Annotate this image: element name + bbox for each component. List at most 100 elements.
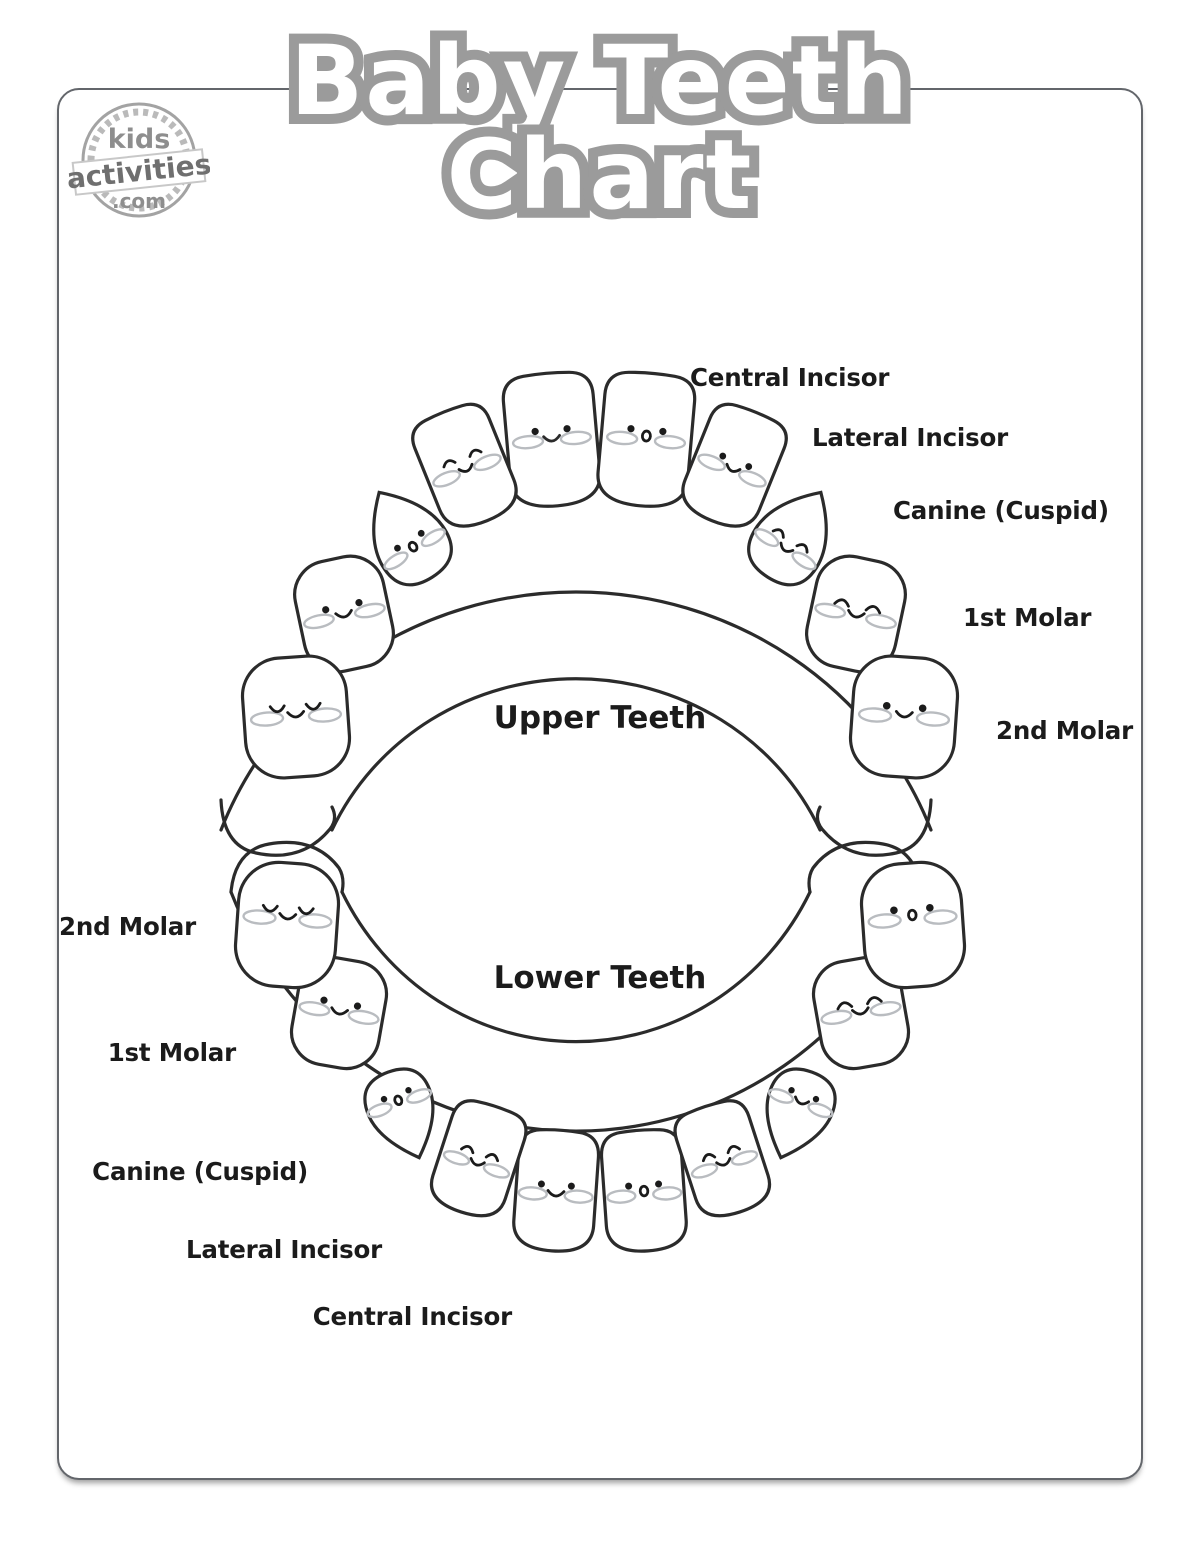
blush-right (482, 1163, 511, 1179)
eye-right (812, 1095, 820, 1103)
upper-teeth-group (240, 369, 960, 781)
blush-right (420, 528, 446, 548)
tooth-upper-first-molar-left[interactable] (288, 550, 399, 678)
eye-left (394, 544, 401, 552)
mouth (407, 540, 419, 553)
eye-left (531, 427, 539, 436)
tooth-face (867, 903, 958, 929)
tooth-lower-canine-right[interactable] (749, 1061, 843, 1169)
eye-left (882, 701, 891, 710)
tooth-upper-central-incisor-left[interactable] (501, 369, 602, 509)
tooth-face (814, 598, 897, 630)
logo-top-text: kids (108, 124, 171, 155)
tooth-lower-first-molar-right[interactable] (808, 952, 913, 1074)
eye-right (567, 1182, 575, 1190)
mouth (330, 1006, 349, 1016)
tooth-lower-lateral-incisor-left[interactable] (425, 1095, 532, 1224)
mouth (725, 462, 742, 473)
mouth (851, 1006, 870, 1016)
mouth (638, 1184, 650, 1198)
tooth-face (298, 996, 380, 1025)
tooth-lower-central-incisor-right[interactable] (599, 1127, 688, 1253)
mouth (286, 710, 306, 719)
tooth-face (690, 1144, 759, 1179)
blush-left (606, 1189, 637, 1204)
blush-left (303, 613, 335, 630)
eye-left (460, 1144, 475, 1155)
blush-right (653, 434, 687, 450)
upper-arch-ends (219, 798, 933, 857)
tooth-lower-second-molar-left[interactable] (233, 860, 341, 991)
tooth-upper-lateral-incisor-right[interactable] (675, 397, 793, 535)
eye-right (659, 427, 667, 436)
blush-left (820, 1009, 853, 1025)
blush-right (563, 1189, 594, 1204)
blush-left (857, 707, 893, 723)
eye-left (261, 903, 279, 913)
eye-left (701, 1153, 717, 1163)
blush-right (730, 1150, 759, 1166)
eye-left (268, 704, 286, 714)
blush-left (605, 430, 639, 446)
blush-left (754, 528, 780, 548)
tooth-face (767, 1087, 834, 1119)
tooth-face (820, 996, 902, 1025)
tooth-lower-lateral-incisor-right[interactable] (670, 1095, 777, 1224)
mouth (847, 608, 866, 619)
tooth-face (517, 1180, 594, 1204)
blush-left (767, 1088, 795, 1104)
mouth (546, 1189, 566, 1198)
eye-left (320, 996, 328, 1004)
eye-right (304, 701, 322, 711)
label-lower-central-incisor: Central Incisor (312, 1302, 512, 1331)
tooth-upper-second-molar-right[interactable] (848, 654, 960, 781)
label-lower-canine: Canine (Cuspid) (92, 1157, 308, 1186)
label-upper-canine: Canine (Cuspid) (893, 496, 1109, 525)
tooth-face (432, 448, 502, 488)
blush-left (242, 909, 277, 925)
eye-right (353, 1002, 362, 1010)
blush-left (432, 469, 461, 488)
tooth-face (697, 452, 767, 488)
eye-right (795, 543, 809, 554)
eye-right (745, 463, 753, 470)
eye-right (918, 704, 927, 713)
blush-right (865, 613, 897, 630)
tooth-upper-lateral-incisor-left[interactable] (406, 397, 524, 535)
tooth-face (442, 1144, 511, 1179)
kids-activities-logo: kids activities .com (65, 96, 213, 226)
tooth-lower-canine-left[interactable] (357, 1061, 451, 1169)
blush-left (814, 602, 847, 619)
mouth (640, 429, 652, 443)
tooth-upper-canine-left[interactable] (349, 473, 463, 596)
eye-right (866, 996, 883, 1006)
mouth (715, 1157, 732, 1167)
mouth (278, 912, 298, 921)
mouth (894, 710, 914, 719)
tooth-face (857, 701, 951, 727)
page-border (57, 88, 1143, 1480)
tooth-lower-central-incisor-left[interactable] (512, 1127, 601, 1253)
blush-left (697, 453, 726, 472)
upper-teeth-title: Upper Teeth (493, 700, 707, 736)
tooth-upper-first-molar-right[interactable] (800, 550, 911, 678)
tooth-lower-first-molar-left[interactable] (286, 952, 391, 1074)
eye-right (355, 599, 363, 607)
tooth-upper-canine-right[interactable] (737, 473, 851, 596)
lower-teeth-group (233, 860, 967, 1253)
blush-right (915, 711, 951, 727)
blush-left (442, 1150, 471, 1166)
blush-left (867, 913, 902, 929)
blush-right (473, 453, 502, 472)
tooth-upper-second-molar-left[interactable] (240, 654, 352, 781)
eye-right (484, 1153, 500, 1163)
label-lower-second-molar: 2nd Molar (59, 912, 196, 941)
tooth-lower-second-molar-right[interactable] (859, 860, 967, 991)
tooth-upper-central-incisor-right[interactable] (595, 369, 697, 509)
eye-left (836, 1001, 854, 1011)
eye-left (537, 1180, 545, 1188)
tooth-face (606, 1180, 683, 1204)
eye-left (627, 425, 635, 433)
blush-left (383, 551, 409, 571)
